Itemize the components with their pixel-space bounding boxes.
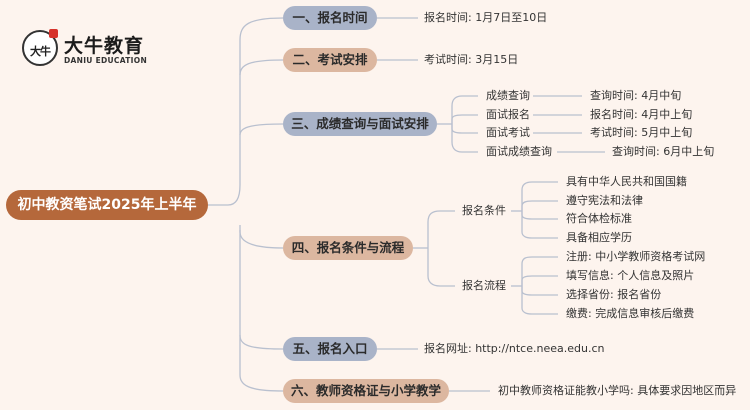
interview-score-label: 面试成绩查询 [486,145,552,158]
process-item: 填写信息: 个人信息及照片 [566,269,695,282]
condition-item: 符合体检标准 [566,212,632,225]
exam-schedule-detail: 考试时间: 3月15日 [424,53,519,66]
condition-item: 具有中华人民共和国国籍 [566,175,687,188]
condition-item: 具备相应学历 [566,231,632,244]
process-item: 缴费: 完成信息审核后缴费 [566,307,695,320]
process-item: 选择省份: 报名省份 [566,288,662,301]
logo-icon: 大牛 [22,29,58,66]
logo-mark-text: 大牛 [30,45,51,58]
conditions-label: 报名条件 [462,204,506,217]
branch-results-interview: 三、成绩查询与面试安排 [283,112,437,136]
branch-registration-portal: 五、报名入口 [283,337,377,361]
branch-certificate-primary: 六、教师资格证与小学教学 [283,379,449,403]
certificate-primary-detail: 初中教师资格证能教小学吗: 具体要求因地区而异 [498,384,737,397]
interview-registration-detail: 报名时间: 4月中上旬 [590,108,693,121]
logo-seal [49,29,58,38]
root-node: 初中教资笔试2025年上半年 [6,190,208,220]
branch-registration-time: 一、报名时间 [283,6,377,30]
brand-logo: 大牛 大牛教育 DANIU EDUCATION [22,29,152,72]
logo-subtitle: DANIU EDUCATION [64,56,148,65]
interview-exam-detail: 考试时间: 5月中上旬 [590,126,693,139]
registration-url: 报名网址: http://ntce.neea.edu.cn [424,342,605,355]
score-query-detail: 查询时间: 4月中旬 [590,89,682,102]
process-label: 报名流程 [462,279,506,292]
interview-registration-label: 面试报名 [486,108,530,121]
condition-item: 遵守宪法和法律 [566,194,643,207]
process-item: 注册: 中小学教师资格考试网 [566,250,706,263]
logo-title: 大牛教育 [64,35,145,57]
score-query-label: 成绩查询 [486,89,530,102]
interview-score-detail: 查询时间: 6月中上旬 [612,145,715,158]
interview-exam-label: 面试考试 [486,126,530,139]
registration-time-detail: 报名时间: 1月7日至10日 [424,11,548,24]
branch-conditions-process: 四、报名条件与流程 [283,236,413,260]
branch-exam-schedule: 二、考试安排 [283,48,377,72]
